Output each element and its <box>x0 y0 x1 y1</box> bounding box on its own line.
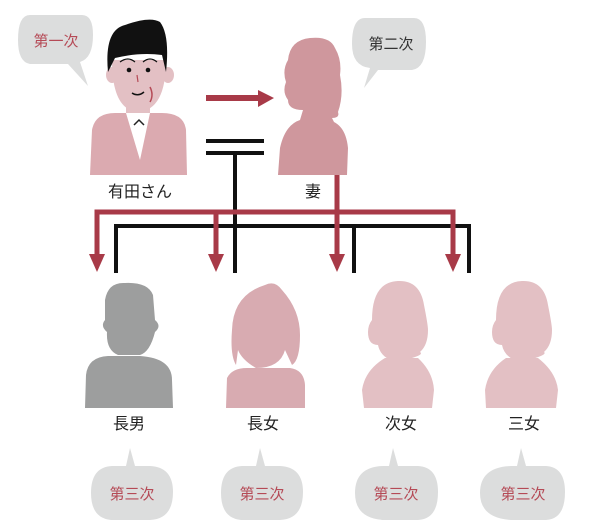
marriage-symbol <box>206 139 264 155</box>
speech-bubble-third-1: 第三次 <box>91 448 173 520</box>
child-arrowheads <box>89 254 461 272</box>
rank-third: 第三次 <box>239 485 284 503</box>
rank-third: 第三次 <box>500 485 545 503</box>
rank-second: 第二次 <box>368 35 413 53</box>
person-self-illustration <box>90 19 187 175</box>
speech-bubble-third-3: 第三次 <box>355 448 438 520</box>
speech-bubble-third-4: 第三次 <box>480 448 565 520</box>
speech-bubble-second: 第二次 <box>352 18 426 88</box>
label-self: 有田さん <box>108 182 172 201</box>
label-spouse: 妻 <box>305 182 321 201</box>
rank-first: 第一次 <box>33 32 78 50</box>
label-eldest-son: 長男 <box>113 414 145 433</box>
speech-bubble-third-2: 第三次 <box>221 448 303 520</box>
person-second-daughter-illustration <box>362 280 434 408</box>
label-second-daughter: 次女 <box>385 414 417 433</box>
speech-bubble-first: 第一次 <box>18 15 93 86</box>
person-spouse-illustration <box>278 37 348 175</box>
person-eldest-daughter-illustration <box>226 283 305 408</box>
person-third-daughter-illustration <box>485 280 558 408</box>
rank-third: 第三次 <box>109 485 154 503</box>
rank-third: 第三次 <box>373 485 418 503</box>
person-eldest-son-illustration <box>85 282 173 408</box>
label-third-daughter: 三女 <box>508 414 540 433</box>
label-eldest-daughter: 長女 <box>247 414 279 433</box>
succession-lines-children <box>94 175 456 258</box>
arrowhead <box>258 90 274 107</box>
